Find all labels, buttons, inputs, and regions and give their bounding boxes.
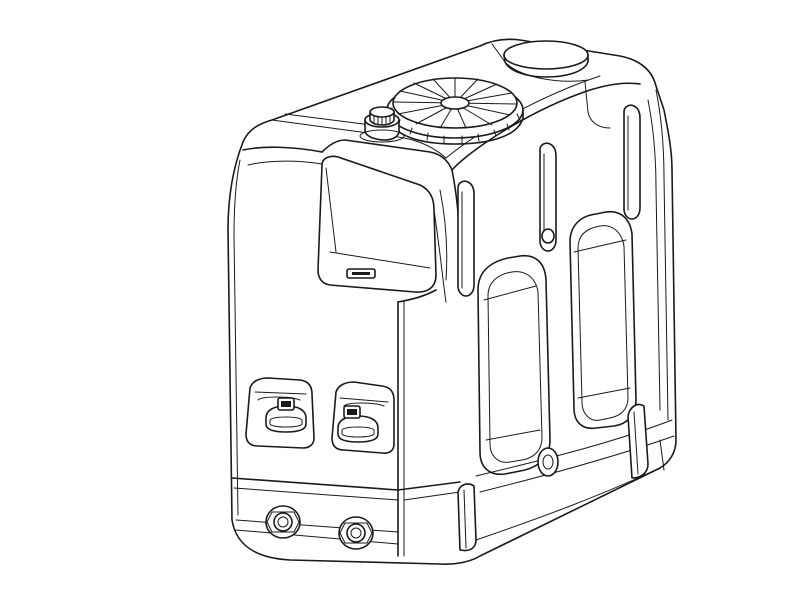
pocket-left <box>245 377 315 449</box>
rear-edges <box>647 89 669 421</box>
strap-channels <box>457 104 665 552</box>
pocket-right <box>331 381 395 454</box>
bottom-ports <box>265 505 374 550</box>
port-left <box>265 505 301 539</box>
window-right <box>569 210 637 430</box>
lifting-pockets <box>245 377 395 454</box>
port-right <box>338 516 374 550</box>
window-left <box>477 254 551 476</box>
vent-cap <box>359 106 405 143</box>
fill-cap <box>386 77 524 145</box>
top-boss <box>503 40 589 78</box>
side-windows <box>477 210 637 476</box>
